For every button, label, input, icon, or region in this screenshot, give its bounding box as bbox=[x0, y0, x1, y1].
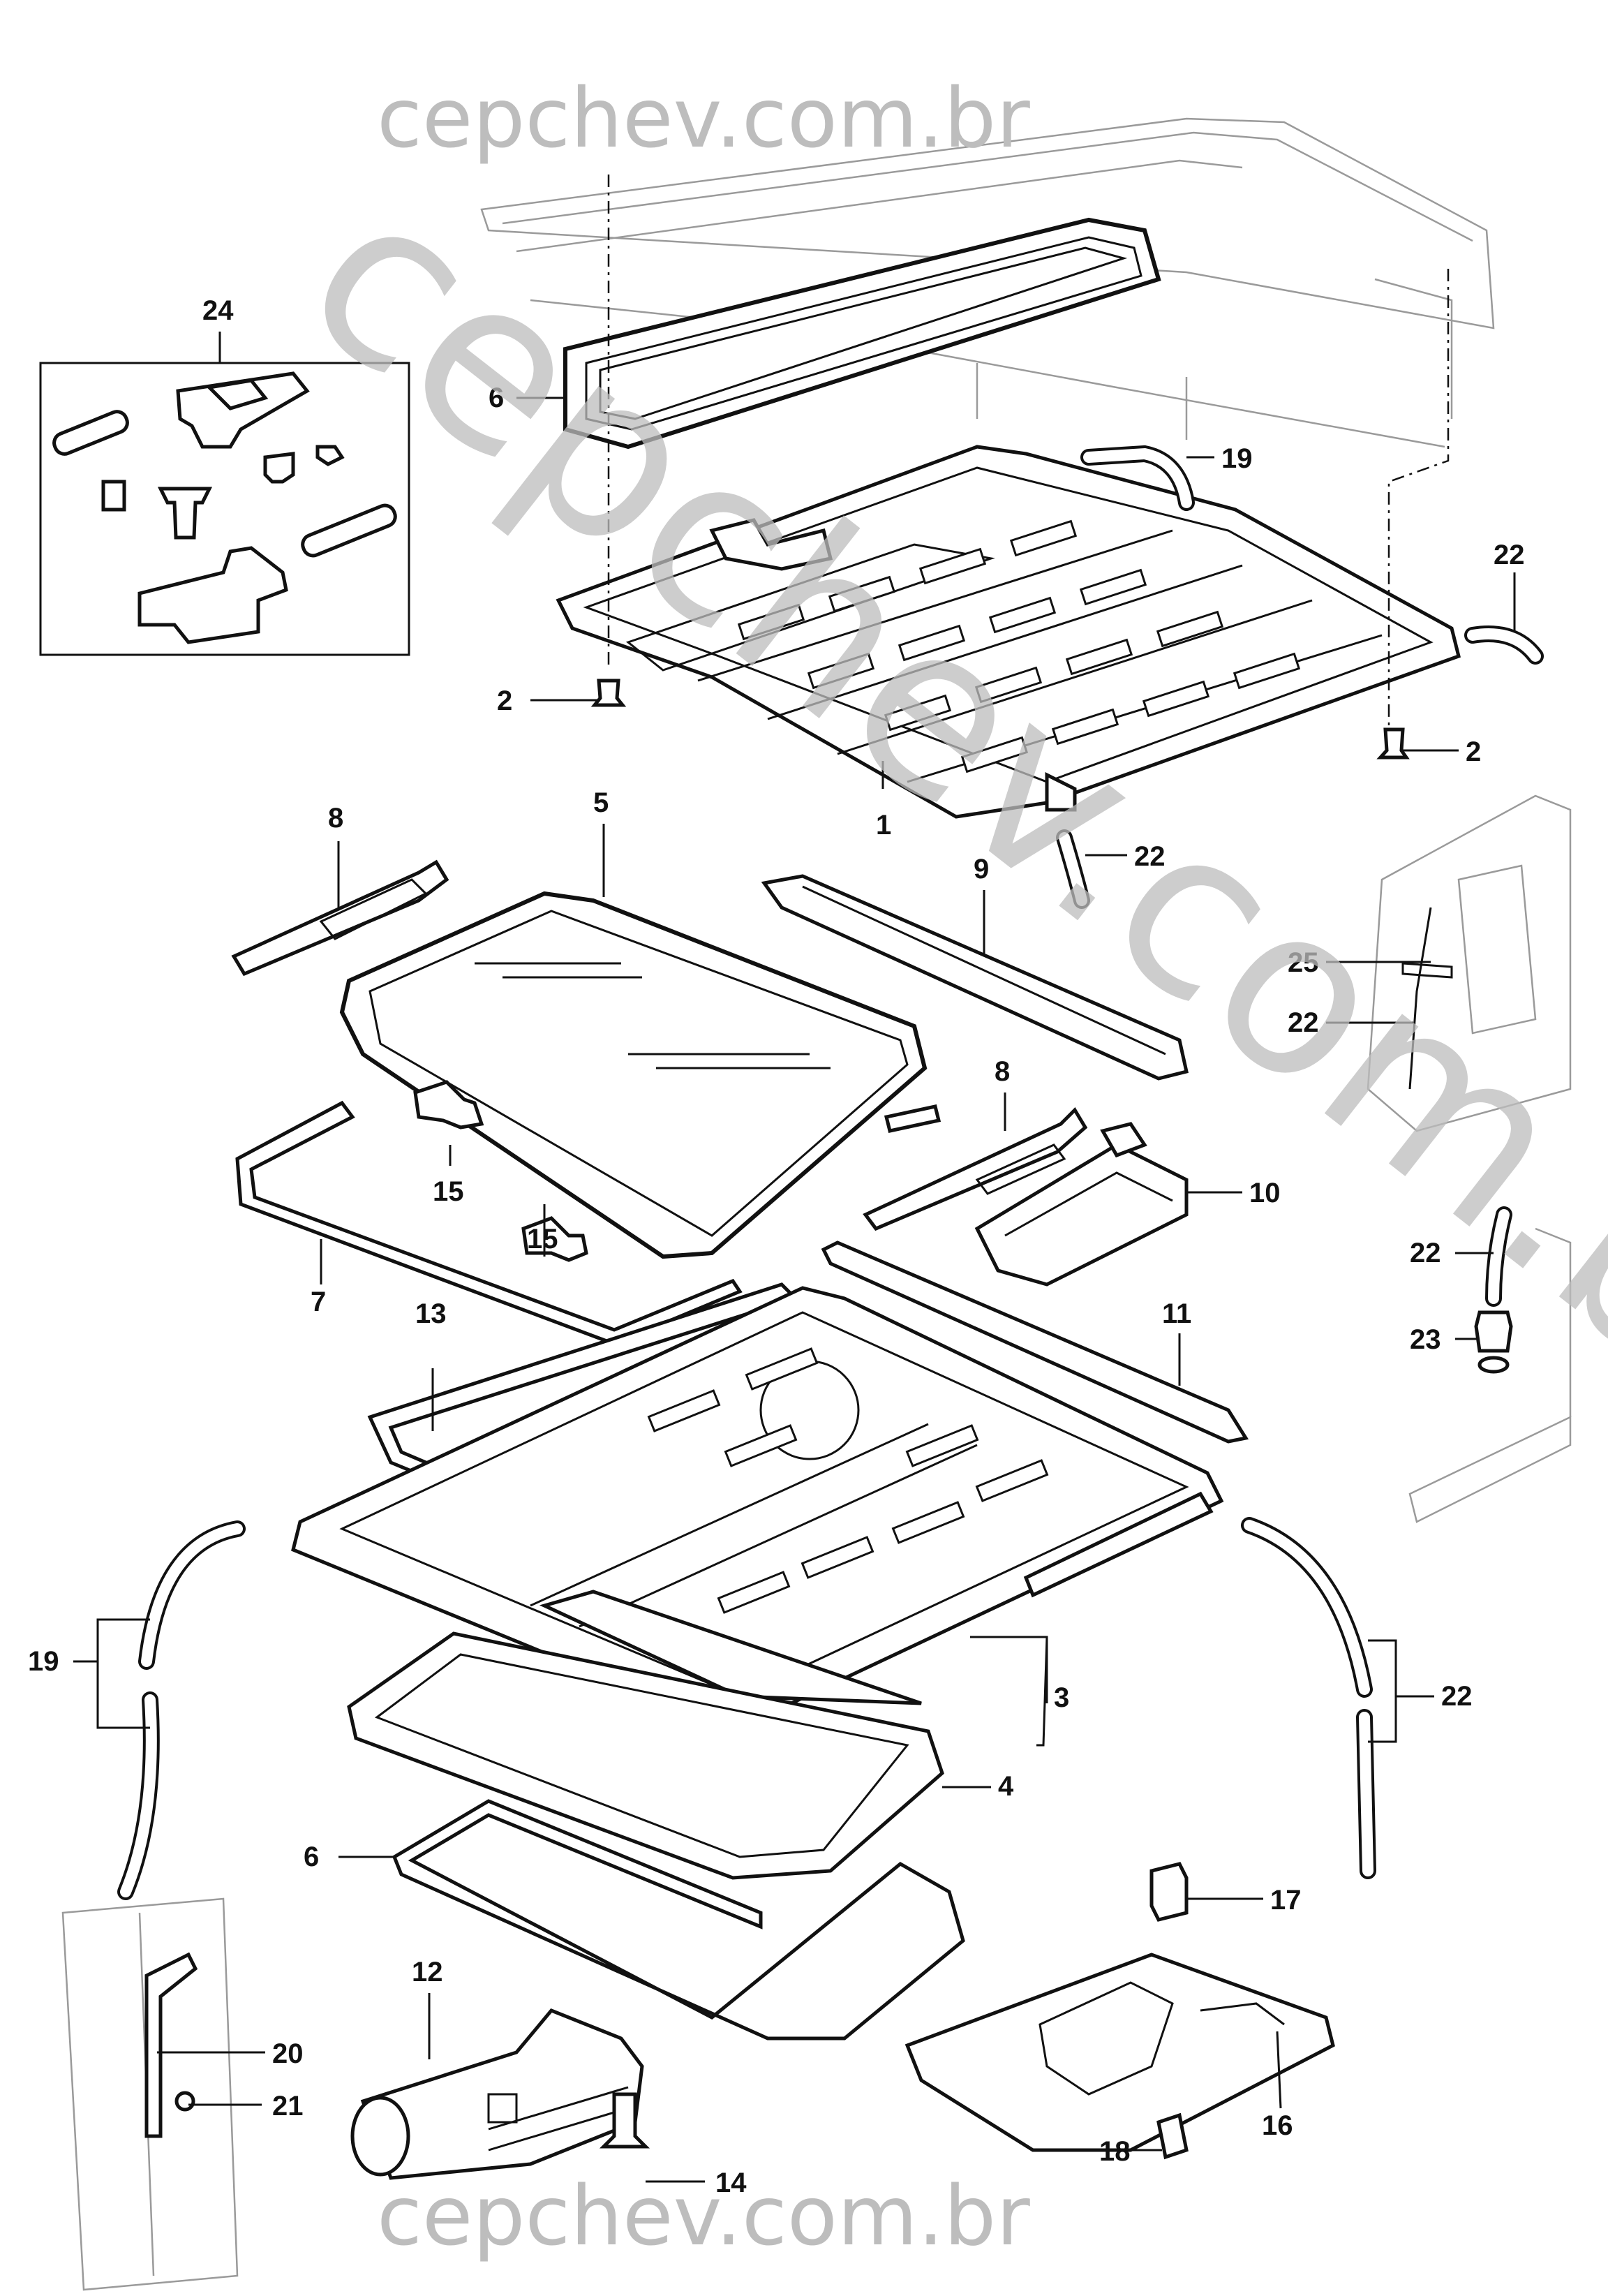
part-19-drain-hose-lower bbox=[117, 1520, 246, 1900]
callout-15-lower: 15 bbox=[527, 1224, 558, 1254]
callout-7: 7 bbox=[311, 1287, 326, 1317]
part-9-wind-deflector bbox=[761, 874, 1189, 1081]
part-23-grommet bbox=[1474, 1310, 1513, 1374]
callout-22-lower: 22 bbox=[1441, 1681, 1473, 1712]
callout-15-upper: 15 bbox=[433, 1176, 464, 1207]
part-4-sunshade-panel bbox=[347, 1631, 944, 1880]
vehicle-roof-outline bbox=[480, 117, 1495, 448]
watermark-top: cepchev.com.br bbox=[377, 70, 1030, 166]
part-10-motor-bracket bbox=[974, 1122, 1189, 1287]
kit-clip bbox=[263, 452, 295, 484]
callout-12: 12 bbox=[412, 1957, 443, 1987]
callout-4: 4 bbox=[998, 1771, 1014, 1802]
callout-5: 5 bbox=[593, 787, 609, 818]
callout-22-mid: 22 bbox=[1134, 841, 1166, 872]
part-22-hose-right-panel bbox=[1485, 1206, 1512, 1307]
callout-23: 23 bbox=[1410, 1324, 1441, 1355]
callout-22-upper: 22 bbox=[1494, 540, 1525, 570]
callout-24: 24 bbox=[202, 295, 234, 326]
kit-base-block bbox=[137, 546, 288, 644]
part-2-bolt-right bbox=[1376, 727, 1410, 760]
callout-2-right: 2 bbox=[1466, 736, 1481, 767]
callout-21: 21 bbox=[272, 2091, 304, 2121]
callout-17: 17 bbox=[1270, 1885, 1302, 1916]
callout-19-lower: 19 bbox=[28, 1646, 59, 1677]
part-22-drain-hose-upper-right bbox=[1464, 625, 1544, 665]
part-6-lower-seal bbox=[392, 1799, 965, 2041]
callout-2-left: 2 bbox=[497, 686, 512, 716]
watermark-bottom: cepchev.com.br bbox=[377, 2168, 1030, 2264]
callout-19-upper: 19 bbox=[1221, 443, 1253, 474]
part-16-interior-trim bbox=[904, 1953, 1335, 2152]
part-22-drain-hose-lower bbox=[1241, 1517, 1376, 1879]
kit-bracket bbox=[176, 371, 310, 449]
vehicle-pillar-right bbox=[1367, 794, 1572, 1132]
frame-opening bbox=[539, 1590, 922, 1705]
part-5-glass-panel bbox=[339, 891, 928, 1259]
callout-6-upper: 6 bbox=[489, 383, 504, 413]
part-3-sliding-frame bbox=[291, 1286, 1224, 1726]
part-18-screw bbox=[1156, 2112, 1189, 2160]
part-25-hose-clip bbox=[1401, 907, 1453, 1090]
part-8-right-guide bbox=[863, 1106, 1088, 1231]
part-14-bolt bbox=[599, 2092, 650, 2149]
callout-25: 25 bbox=[1288, 947, 1319, 978]
part-24-repair-kit bbox=[39, 362, 410, 656]
callout-8-right: 8 bbox=[995, 1056, 1010, 1087]
kit-frame bbox=[39, 362, 410, 656]
callout-22-pillar: 22 bbox=[1288, 1007, 1319, 1038]
part-12-sunroof-motor bbox=[350, 2008, 644, 2180]
part-20-hose-connector bbox=[144, 1952, 198, 2138]
vehicle-panel-lower-right bbox=[1408, 1227, 1572, 1523]
part-15-bolt-upper bbox=[413, 1080, 484, 1130]
callout-3: 3 bbox=[1054, 1682, 1069, 1713]
housing-hinge bbox=[709, 518, 833, 571]
part-21-clip bbox=[174, 2091, 195, 2112]
part-15-bolt-lower bbox=[521, 1216, 588, 1262]
part-8-connector bbox=[884, 1104, 941, 1133]
kit-rod bbox=[301, 503, 397, 558]
callout-labels: 24 6 19 22 2 2 1 22 8 5 9 25 22 15 15 8 … bbox=[28, 295, 1525, 2198]
part-19-drain-hose-upper bbox=[1080, 445, 1195, 511]
callout-16: 16 bbox=[1262, 2110, 1293, 2141]
part-22-drain-hose-mid bbox=[1056, 829, 1090, 909]
callout-10: 10 bbox=[1249, 1178, 1281, 1208]
part-2-bolt-left bbox=[590, 679, 627, 707]
part-1-sunroof-housing bbox=[556, 445, 1461, 819]
callout-14: 14 bbox=[715, 2168, 747, 2198]
part-11-rear-strip bbox=[821, 1240, 1249, 1444]
kit-nut bbox=[101, 480, 126, 512]
part-8-left-guide bbox=[231, 859, 449, 977]
callout-1: 1 bbox=[876, 810, 891, 840]
callout-13: 13 bbox=[415, 1298, 447, 1329]
kit-screw bbox=[157, 487, 213, 540]
part-17-clip bbox=[1149, 1862, 1189, 1922]
leader-lines bbox=[73, 332, 1516, 2183]
callout-8-left: 8 bbox=[328, 803, 343, 834]
kit-pin bbox=[52, 410, 129, 456]
callout-18: 18 bbox=[1099, 2136, 1131, 2167]
callout-9: 9 bbox=[974, 854, 989, 884]
callout-11: 11 bbox=[1162, 1298, 1191, 1329]
callout-20: 20 bbox=[272, 2038, 304, 2069]
callout-22-right-panel: 22 bbox=[1410, 1238, 1441, 1268]
callout-6-lower: 6 bbox=[304, 1842, 319, 1872]
part-7-sunshade-frame bbox=[235, 1100, 743, 1346]
part-6-upper-seal bbox=[563, 217, 1161, 450]
alignment-lines bbox=[607, 175, 1450, 726]
